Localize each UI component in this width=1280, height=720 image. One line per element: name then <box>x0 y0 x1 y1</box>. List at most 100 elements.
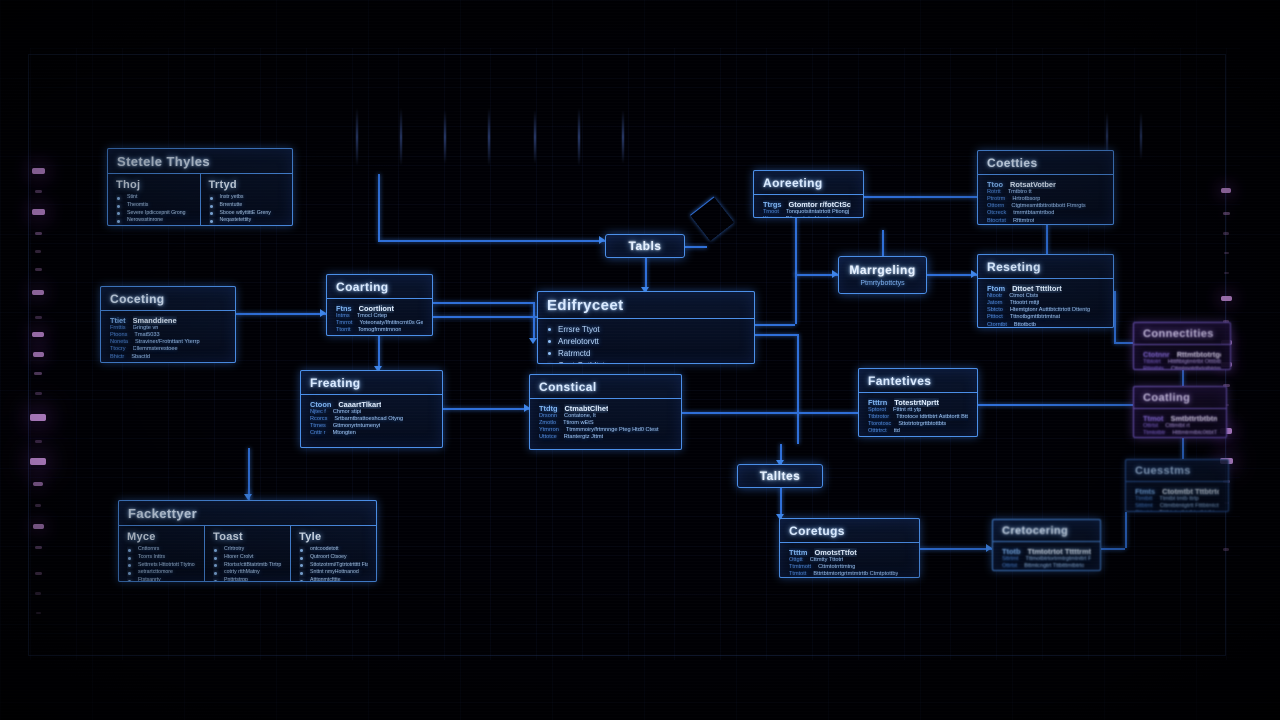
field-key: Ttmtbtt <box>1135 496 1153 503</box>
rail-glow-dot <box>34 546 42 549</box>
field-row: OttmtrtTtttbtotmtbtrtbtmtbtrtbt <box>1135 510 1219 511</box>
field-key: Btocrtst <box>987 217 1006 224</box>
field-key: Ftns <box>336 304 352 313</box>
connector-line <box>248 448 250 500</box>
connector-line <box>1046 225 1048 254</box>
field-value: Sttotrtotrgrttbtottbts <box>898 421 947 428</box>
bullet-item: Htorer Crolvt <box>213 554 282 562</box>
field-value: Coortliont <box>358 304 394 313</box>
connector-diagonal <box>690 196 734 242</box>
field-value: OmotstTtfot <box>814 548 857 557</box>
field-key: Noneta <box>110 339 129 346</box>
field-value: CtmabtClhet <box>564 404 609 413</box>
connectities-node[interactable]: ConnectitiesCtotnnrRttmtbtotrtgctbrt ttt… <box>1133 322 1231 370</box>
field-value: Tttootrt mttjt <box>1009 300 1040 307</box>
field-key: Cnttr r <box>310 430 326 437</box>
field-key: Trnoot <box>763 209 779 216</box>
rail-glow-dot <box>34 440 42 443</box>
bullet-item: Rtortsr/cttBtatrtmtb Ttrtrp <box>213 562 282 570</box>
bullet-item: Ftstsanrty <box>127 577 196 581</box>
field-key: Sbtcto <box>987 307 1003 314</box>
field-key: Ttmtotbtr <box>1143 430 1166 437</box>
connector-line <box>795 218 797 324</box>
node-body: CtotnnrRttmtbtotrtgctbrt tttbTtbtotrtHtt… <box>1134 345 1230 370</box>
rail-glow-dot <box>1223 272 1229 274</box>
column-heading: Trtyd <box>208 179 237 191</box>
node-title: Freating <box>301 371 442 395</box>
node-title: Cretocering <box>993 520 1100 542</box>
coatling-node[interactable]: CoatlingTtmotSmtbttrtbtbtmgOttrtstCtttmt… <box>1133 386 1227 438</box>
bullet-item: Cnttornrs <box>127 546 196 554</box>
rail-glow-dot <box>31 209 45 215</box>
connector-line <box>682 412 858 414</box>
talltes-pill[interactable]: Talltes <box>737 464 823 488</box>
connector-line <box>378 336 380 370</box>
field-value: Ttmtotrtot Tttttrmtott <box>1027 547 1091 556</box>
rail-glow-dot <box>34 316 42 319</box>
light-streak <box>1140 112 1142 160</box>
rail-glow-dot <box>35 250 41 253</box>
rail-glow-dot <box>30 458 46 465</box>
field-key: Ttorotosc <box>868 421 892 428</box>
field-key: Ptttoct <box>987 314 1003 321</box>
connector-line <box>1125 512 1127 548</box>
connector-line <box>914 196 977 198</box>
field-value: Gttmonyrtntumenyt <box>332 423 381 430</box>
bullet-item: Pnttrtstrpp <box>213 577 282 581</box>
bullet-item: Nerowsstinrone <box>116 217 192 225</box>
field-row: GttmtrtTttgtbtbtbt Ottmtbtottmtortmty <box>1143 437 1217 438</box>
connector-line <box>378 174 380 240</box>
bullet-item: Ensistri <box>116 225 192 226</box>
field-key: Ttmtott <box>789 571 807 578</box>
node-title: Fackettyer <box>119 501 376 526</box>
pill-label: Tabls <box>628 239 662 253</box>
field-key: Rttmtbts <box>1143 366 1164 370</box>
field-key: Ctoon <box>310 400 332 409</box>
field-value: Tmat5033 <box>134 332 160 339</box>
field-key: Ttrnes <box>310 423 326 430</box>
pill-label: Marrgeling <box>849 263 916 277</box>
field-value: Gringte vn <box>132 325 159 332</box>
tabs-pill[interactable]: Tabls <box>605 234 685 258</box>
rail-glow-dot <box>1223 232 1229 235</box>
connector-line <box>1114 342 1133 344</box>
field-key: Ttmtmott <box>789 564 812 571</box>
connector-line <box>795 272 797 274</box>
connector-line <box>236 313 326 315</box>
